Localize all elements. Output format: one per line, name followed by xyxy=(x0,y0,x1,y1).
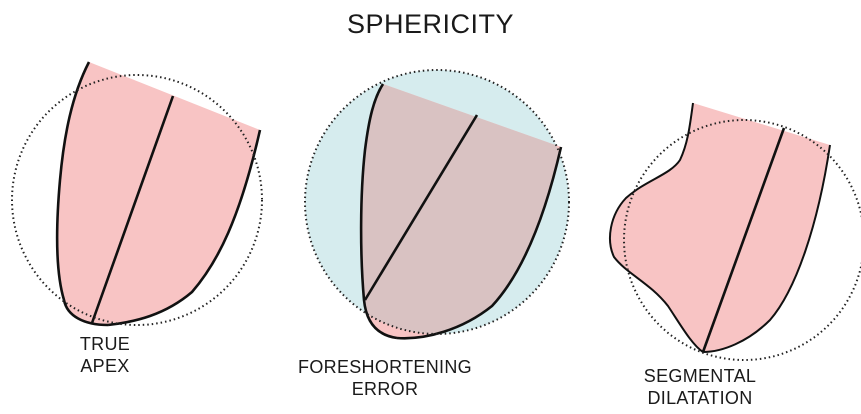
ventricle-right-wall xyxy=(702,144,831,353)
sphericity-circle xyxy=(11,74,263,326)
ventricle-shape xyxy=(57,62,260,325)
label-line: DILATATION xyxy=(647,388,753,408)
sphericity-circle xyxy=(304,69,570,335)
ventricle-right-wall xyxy=(396,146,563,340)
label-segmental-dilatation: SEGMENTAL DILATATION xyxy=(610,365,790,409)
ventricle-left-wall xyxy=(55,61,109,327)
label-line: SEGMENTAL xyxy=(643,366,757,386)
panel-foreshortening-error xyxy=(304,69,570,340)
ventricle-left-wall xyxy=(609,102,704,353)
ventricle-right-wall xyxy=(107,129,262,327)
panel-true-apex xyxy=(11,61,263,327)
label-foreshortening-error: FORESHORTENING ERROR xyxy=(270,356,500,400)
label-line: FORESHORTENING xyxy=(298,357,472,377)
ventricle-left-wall xyxy=(359,83,398,340)
panel-segmental-dilatation xyxy=(609,102,861,361)
label-line: ERROR xyxy=(351,379,419,399)
long-axis-line xyxy=(701,127,786,353)
overlap-region xyxy=(361,84,561,334)
ventricle-shape xyxy=(610,103,830,352)
diagram-title: SPHERICITY xyxy=(346,9,515,39)
label-line: TRUE xyxy=(79,334,131,354)
label-true-apex: TRUE APEX xyxy=(60,333,150,377)
long-axis-line xyxy=(90,95,175,324)
long-axis-line xyxy=(363,114,479,301)
label-line: APEX xyxy=(80,356,130,376)
